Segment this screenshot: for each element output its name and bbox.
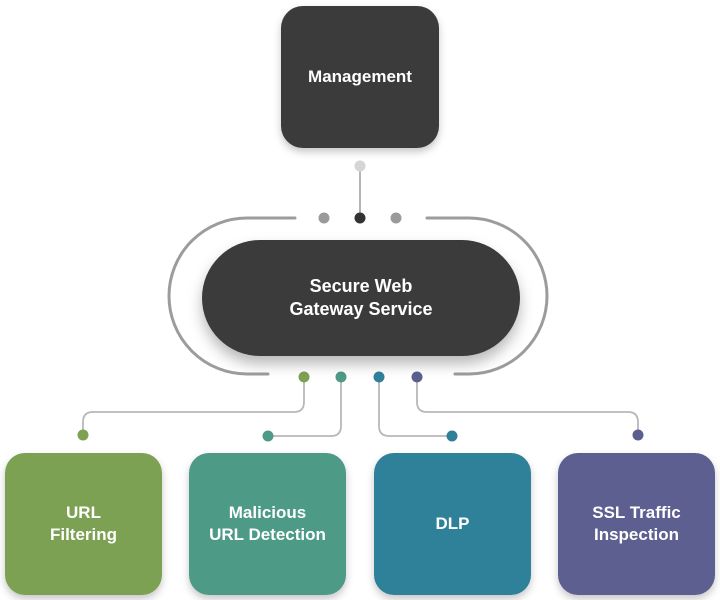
connector-malicious-url <box>268 377 342 437</box>
connector-dot <box>390 212 402 224</box>
connector-dot <box>354 160 366 172</box>
module-dot-url-filtering <box>298 371 310 383</box>
url-filtering-box <box>5 453 162 595</box>
connector-ssl <box>416 377 639 435</box>
connector-dlp <box>378 377 452 437</box>
module-dot-dlp <box>373 371 385 383</box>
module-dot-malicious-url <box>262 430 274 442</box>
hub-outer-ring <box>167 216 297 376</box>
ssl-inspection-box <box>558 453 715 595</box>
module-dot-url-filtering <box>77 429 89 441</box>
module-dot-ssl <box>411 371 423 383</box>
connector-dot <box>354 212 366 224</box>
connector-url-filtering <box>82 377 305 435</box>
dlp-box <box>374 453 531 595</box>
gateway-service-hub <box>202 240 520 356</box>
malicious-url-box <box>189 453 346 595</box>
management-box <box>281 6 439 148</box>
module-dot-ssl <box>632 429 644 441</box>
module-dot-malicious-url <box>335 371 347 383</box>
module-dot-dlp <box>446 430 458 442</box>
connector-dot <box>318 212 330 224</box>
hub-outer-ring <box>425 216 549 376</box>
